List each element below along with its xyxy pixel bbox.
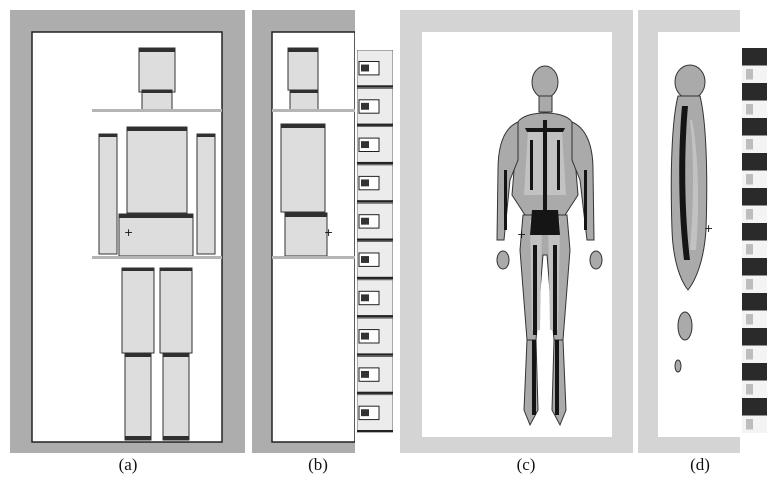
b-pelvis-cap: [285, 213, 327, 217]
a-torso-box: [127, 127, 187, 213]
b-pelvis-box: [285, 213, 327, 256]
strip-right-mark: [746, 419, 753, 430]
strip-right-mark: [746, 279, 753, 290]
b-neck-cap: [290, 90, 318, 93]
caption-b: (b): [288, 455, 348, 475]
strip-left-tile-mark: [361, 256, 369, 263]
strip-right-mark: [746, 314, 753, 325]
a-thigh-left: [122, 268, 154, 353]
strip-left-tile-mark: [361, 294, 369, 301]
strip-right-mark: [746, 209, 753, 220]
strip-right-dark-block: [742, 258, 767, 276]
strip-right-mark: [746, 69, 753, 80]
a-shin-right: [163, 353, 189, 440]
strip-right-mark: [746, 349, 753, 360]
b-shoulder-plate: [272, 109, 355, 112]
strip-left-tile-mark: [361, 141, 369, 148]
strip-right-dark-block: [742, 48, 767, 66]
a-torso-cap: [127, 127, 187, 131]
strip-left-tile-mark: [361, 65, 369, 72]
strip-left-tile-band: [357, 315, 393, 317]
panel-d-voxel-sagittal: +: [638, 10, 740, 453]
strip-right-light-block: [742, 206, 767, 224]
b-head-cap: [288, 48, 318, 52]
a-thigh-right-cap: [160, 268, 192, 271]
strip-right-light-block: [742, 241, 767, 259]
strip-right-dark-block: [742, 188, 767, 206]
strip-right-mark: [746, 244, 753, 255]
strip-left-tile-band: [357, 392, 393, 394]
a-shin-left-foot: [125, 436, 151, 440]
a-cross-marker: +: [124, 226, 133, 239]
strip-left-tile-band: [357, 200, 393, 202]
strip-right-light-block: [742, 276, 767, 294]
c-cross-marker: +: [517, 228, 526, 241]
strip-right-mark: [746, 104, 753, 115]
strip-right-light-block: [742, 171, 767, 189]
strip-right-light-block: [742, 66, 767, 84]
panel-b-box-phantom-side: +: [252, 10, 355, 453]
strip-left-tile-band: [357, 353, 393, 355]
strip-right-dark-block: [742, 363, 767, 381]
panel-a-box-phantom: +: [10, 10, 245, 453]
caption-d: (d): [670, 455, 730, 475]
slice-strip-left: [357, 50, 393, 433]
strip-left-tile-band: [357, 85, 393, 87]
strip-left-tile-mark: [361, 371, 369, 378]
strip-right-light-block: [742, 346, 767, 364]
a-neck-cap: [142, 90, 172, 93]
b-cross-marker: +: [324, 226, 333, 239]
caption-a: (a): [98, 455, 158, 475]
a-hip-plate: [92, 256, 222, 259]
strip-left-tile-band: [357, 430, 393, 432]
strip-left-tile-mark: [361, 333, 369, 340]
strip-right-dark-block: [742, 328, 767, 346]
b-head-box: [288, 48, 318, 90]
strip-left-tile-band: [357, 239, 393, 241]
b-hip-plate: [272, 256, 355, 259]
strip-right-dark-block: [742, 398, 767, 416]
strip-right-light-block: [742, 136, 767, 154]
strip-left-tile-mark: [361, 409, 369, 416]
strip-left-tile-band: [357, 162, 393, 164]
a-shoulder-plate: [92, 109, 222, 112]
strip-right-dark-block: [742, 118, 767, 136]
b-torso-box: [281, 124, 325, 212]
strip-left-tile-mark: [361, 179, 369, 186]
strip-left-tile-mark: [361, 103, 369, 110]
strip-right-light-block: [742, 381, 767, 399]
strip-right-light-block: [742, 416, 767, 434]
a-shin-right-foot: [163, 436, 189, 440]
a-arm-right: [197, 134, 215, 254]
a-arm-right-cap: [197, 134, 215, 137]
d-cross-marker: +: [704, 222, 713, 235]
strip-right-dark-block: [742, 83, 767, 101]
strip-right-light-block: [742, 311, 767, 329]
strip-left-tile-mark: [361, 218, 369, 225]
strip-right-dark-block: [742, 293, 767, 311]
a-shin-left: [125, 353, 151, 440]
a-head-box: [139, 48, 175, 92]
strip-left-tile-band: [357, 277, 393, 279]
a-arm-left: [99, 134, 117, 254]
strip-right-dark-block: [742, 223, 767, 241]
a-head-cap: [139, 48, 175, 52]
panel-c-voxel-frontal: +: [400, 10, 633, 453]
b-torso-cap: [281, 124, 325, 128]
a-shin-left-cap: [125, 353, 151, 357]
a-thigh-right: [160, 268, 192, 353]
strip-right-dark-block: [742, 153, 767, 171]
caption-c: (c): [496, 455, 556, 475]
strip-right-mark: [746, 384, 753, 395]
slice-strip-right: [742, 48, 767, 433]
a-shin-right-cap: [163, 353, 189, 357]
a-thigh-left-cap: [122, 268, 154, 271]
a-arm-left-cap: [99, 134, 117, 137]
strip-right-mark: [746, 139, 753, 150]
strip-left-tile-band: [357, 124, 393, 126]
strip-right-mark: [746, 174, 753, 185]
a-pelvis-cap: [119, 214, 193, 218]
strip-right-light-block: [742, 101, 767, 119]
